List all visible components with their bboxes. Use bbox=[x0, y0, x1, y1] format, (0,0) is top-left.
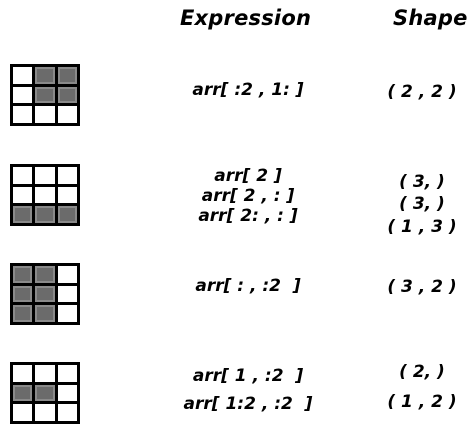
selected-cell bbox=[35, 305, 55, 322]
shape-text: ( 1 , 2 ) bbox=[387, 392, 457, 412]
empty-cell bbox=[13, 67, 33, 84]
selected-cell bbox=[35, 67, 55, 84]
empty-cell bbox=[13, 365, 33, 382]
selected-cell bbox=[35, 285, 55, 303]
selected-cell bbox=[35, 384, 55, 402]
empty-cell bbox=[35, 404, 55, 421]
array-grid-2 bbox=[10, 164, 80, 226]
empty-cell bbox=[13, 404, 33, 421]
selected-cell bbox=[13, 266, 33, 283]
selected-cell bbox=[57, 206, 77, 223]
expression-text: arr[ 2: , : ] bbox=[198, 206, 298, 226]
selected-cell bbox=[35, 206, 55, 223]
empty-cell bbox=[13, 167, 33, 184]
empty-cell bbox=[57, 106, 77, 123]
expression-text: arr[ 1 , :2 ] bbox=[192, 366, 304, 386]
expression-text: arr[ 1:2 , :2 ] bbox=[183, 394, 313, 414]
empty-cell bbox=[35, 167, 55, 184]
empty-cell bbox=[57, 404, 77, 421]
empty-cell bbox=[35, 365, 55, 382]
expression-group-3: arr[ : , :2 ] bbox=[178, 276, 318, 296]
shape-group-3: ( 3 , 2 ) bbox=[376, 277, 468, 297]
shape-text: ( 2 , 2 ) bbox=[387, 82, 457, 102]
shape-text: ( 3 , 2 ) bbox=[387, 277, 457, 297]
selected-cell bbox=[13, 206, 33, 223]
expression-text: arr[ 2 , : ] bbox=[201, 186, 295, 206]
selected-cell bbox=[35, 86, 55, 104]
selected-cell bbox=[13, 305, 33, 322]
expression-text: arr[ : , :2 ] bbox=[195, 276, 301, 296]
expression-text: arr[ :2 , 1: ] bbox=[192, 80, 304, 100]
empty-cell bbox=[35, 186, 55, 204]
empty-cell bbox=[57, 186, 77, 204]
shape-text: ( 3, ) bbox=[399, 194, 445, 214]
shape-group-4: ( 2, ) ( 1 , 2 ) bbox=[376, 362, 468, 412]
shape-group-2: ( 3, ) ( 3, ) ( 1 , 3 ) bbox=[376, 172, 468, 237]
array-grid-1 bbox=[10, 64, 80, 126]
expression-text: arr[ 2 ] bbox=[214, 166, 282, 186]
shape-group-1: ( 2 , 2 ) bbox=[376, 82, 468, 102]
empty-cell bbox=[57, 167, 77, 184]
selected-cell bbox=[35, 266, 55, 283]
expression-group-2: arr[ 2 ] arr[ 2 , : ] arr[ 2: , : ] bbox=[178, 166, 318, 226]
empty-cell bbox=[57, 285, 77, 303]
empty-cell bbox=[57, 365, 77, 382]
shape-header: Shape bbox=[393, 6, 468, 30]
selected-cell bbox=[13, 384, 33, 402]
empty-cell bbox=[13, 106, 33, 123]
selected-cell bbox=[57, 67, 77, 84]
empty-cell bbox=[13, 186, 33, 204]
shape-text: ( 2, ) bbox=[399, 362, 445, 382]
shape-text: ( 1 , 3 ) bbox=[387, 217, 457, 237]
expression-group-4: arr[ 1 , :2 ] arr[ 1:2 , :2 ] bbox=[178, 366, 318, 414]
empty-cell bbox=[13, 86, 33, 104]
empty-cell bbox=[57, 305, 77, 322]
array-grid-3 bbox=[10, 263, 80, 325]
expression-group-1: arr[ :2 , 1: ] bbox=[178, 80, 318, 100]
empty-cell bbox=[57, 384, 77, 402]
empty-cell bbox=[35, 106, 55, 123]
array-grid-4 bbox=[10, 362, 80, 424]
selected-cell bbox=[13, 285, 33, 303]
expression-header: Expression bbox=[180, 6, 312, 30]
selected-cell bbox=[57, 86, 77, 104]
empty-cell bbox=[57, 266, 77, 283]
shape-text: ( 3, ) bbox=[399, 172, 445, 192]
